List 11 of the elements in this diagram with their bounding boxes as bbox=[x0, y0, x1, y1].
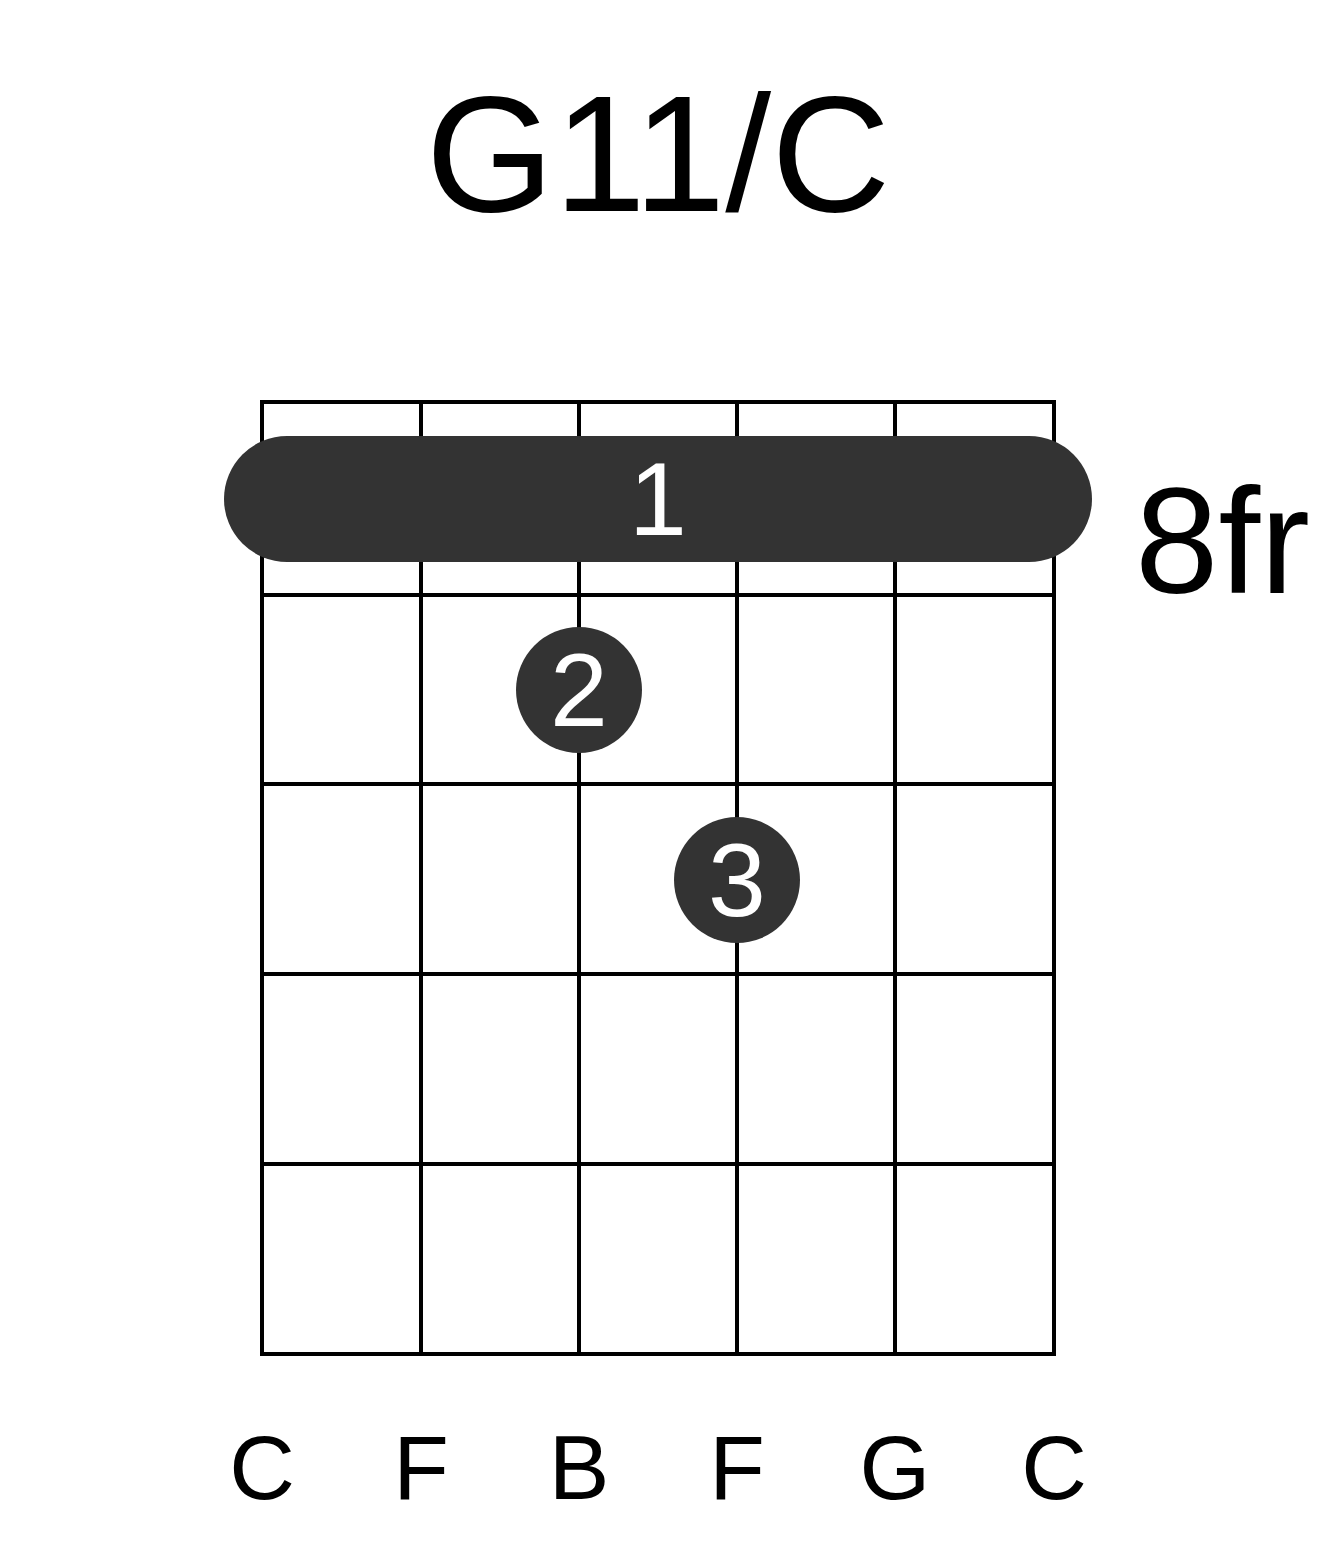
chord-title: G11/C bbox=[425, 72, 891, 237]
fret-position-label: 8fr bbox=[1135, 466, 1311, 616]
finger-number: 3 bbox=[708, 828, 766, 932]
string-note-label: G bbox=[859, 1422, 931, 1513]
string-note-label: F bbox=[709, 1422, 765, 1513]
finger-number: 2 bbox=[550, 638, 608, 742]
string-note-label: F bbox=[393, 1422, 449, 1513]
string-note-label: B bbox=[548, 1422, 610, 1513]
string-note-label: C bbox=[229, 1422, 295, 1513]
finger-number: 1 bbox=[629, 447, 687, 551]
string-note-label: C bbox=[1021, 1422, 1087, 1513]
